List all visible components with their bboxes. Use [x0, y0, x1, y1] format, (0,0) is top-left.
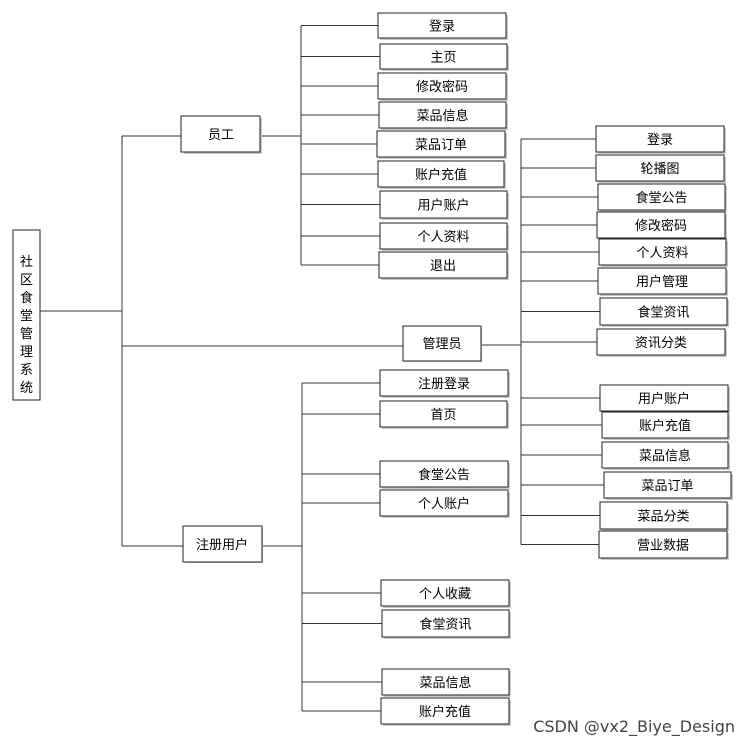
admin-leaf-node: 菜品订单 — [603, 471, 733, 500]
admin-leaf-label: 修改密码 — [635, 218, 687, 234]
user-leaf-node: 食堂资讯 — [381, 609, 511, 639]
employee-leaf-label: 主页 — [430, 51, 456, 66]
connector-lines — [40, 25, 604, 712]
user-leaf-node: 首页 — [379, 400, 509, 429]
employee-leaf-node: 用户账户 — [379, 190, 509, 220]
employee-leaf-label: 账户充值 — [415, 167, 467, 183]
admin-leaf-node: 用户账户 — [599, 384, 730, 413]
root-label-char: 理 — [20, 345, 33, 360]
root-label-char: 统 — [20, 381, 33, 396]
employee-leaf-label: 用户账户 — [417, 198, 469, 214]
admin-leaf-node: 个人资料 — [598, 238, 728, 267]
root-label-char: 堂 — [20, 309, 33, 324]
admin-leaf-node: 用户管理 — [597, 267, 728, 296]
admin-leaf-label: 食堂公告 — [635, 190, 687, 206]
admin-leaf-label: 轮播图 — [640, 162, 679, 177]
admin-leaf-label: 营业数据 — [637, 539, 689, 554]
root-label-char: 食 — [20, 290, 33, 306]
user-leaf-node: 菜品信息 — [381, 668, 511, 697]
user-leaf-label: 账户充值 — [419, 704, 471, 720]
admin-leaf-label: 用户账户 — [638, 391, 690, 407]
watermark-text: CSDN @vx2_Biye_Design — [533, 717, 735, 736]
user-leaf-label: 菜品信息 — [419, 675, 471, 691]
user-leaf-label: 食堂资讯 — [419, 617, 471, 633]
root-label-char: 管 — [20, 327, 33, 342]
employee-leaf-label: 菜品信息 — [416, 108, 468, 124]
admin-leaf-node: 食堂公告 — [597, 183, 727, 212]
employee-leaf-node: 菜品订单 — [376, 130, 507, 159]
admin-leaf-node: 修改密码 — [596, 211, 727, 240]
employee-leaf-node: 个人资料 — [379, 222, 509, 251]
user-leaf-node: 个人收藏 — [380, 579, 511, 608]
user-leaf-node: 账户充值 — [380, 697, 511, 726]
employee-leaf-label: 菜品订单 — [415, 138, 467, 153]
employee-leaf-node: 退出 — [378, 251, 509, 280]
user-leaf-node: 注册登录 — [379, 369, 510, 398]
branch-employee-label: 员工 — [208, 128, 234, 143]
user-leaf-label: 个人收藏 — [419, 587, 471, 602]
admin-leaf-label: 登录 — [647, 133, 673, 148]
employee-leaf-node: 菜品信息 — [378, 101, 508, 130]
branch-admin-node: 管理员 — [402, 325, 482, 362]
employee-leaf-label: 个人资料 — [417, 230, 469, 245]
admin-leaf-node: 菜品分类 — [599, 501, 729, 531]
admin-leaf-node: 营业数据 — [598, 530, 729, 560]
root-label-char: 区 — [20, 273, 33, 288]
admin-leaf-node: 资讯分类 — [596, 328, 727, 357]
employee-leaf-label: 退出 — [430, 259, 456, 274]
admin-leaf-node: 轮播图 — [595, 154, 726, 183]
employee-leaf-label: 登录 — [429, 20, 455, 35]
admin-leaf-node: 食堂资讯 — [599, 297, 729, 327]
employee-leaf-node: 主页 — [379, 43, 509, 71]
admin-leaf-label: 个人资料 — [636, 246, 688, 261]
branch-admin-label: 管理员 — [422, 337, 461, 352]
user-leaf-label: 注册登录 — [418, 377, 470, 392]
user-leaf-node: 食堂公告 — [379, 460, 510, 489]
admin-leaf-node: 账户充值 — [601, 411, 730, 440]
admin-leaf-label: 账户充值 — [639, 418, 691, 434]
employee-leaf-node: 修改密码 — [377, 72, 508, 101]
employee-leaf-label: 修改密码 — [416, 79, 468, 95]
admin-leaf-label: 用户管理 — [636, 274, 688, 290]
admin-leaf-label: 菜品订单 — [641, 479, 693, 494]
admin-leaf-node: 菜品信息 — [601, 441, 730, 470]
root-label-char: 系 — [20, 363, 33, 378]
root-label-char: 社 — [20, 254, 33, 270]
employee-leaf-node: 账户充值 — [377, 160, 506, 189]
admin-leaf-label: 食堂资讯 — [637, 305, 689, 321]
admin-leaf-label: 菜品分类 — [637, 510, 689, 525]
employee-leaf-node: 登录 — [377, 12, 508, 40]
branch-employee-node: 员工 — [180, 115, 262, 154]
admin-leaf-node: 登录 — [595, 125, 726, 154]
admin-leaf-label: 菜品信息 — [639, 448, 691, 464]
user-leaf-label: 个人账户 — [418, 496, 470, 512]
branch-user-label: 注册用户 — [196, 537, 248, 553]
user-leaf-label: 食堂公告 — [418, 467, 470, 483]
branch-user-node: 注册用户 — [182, 525, 263, 563]
admin-leaf-label: 资讯分类 — [635, 336, 687, 351]
user-leaf-node: 个人账户 — [379, 489, 510, 518]
admin-leaf-group: 登录轮播图食堂公告修改密码个人资料用户管理食堂资讯资讯分类用户账户账户充值菜品信… — [595, 125, 733, 560]
user-leaf-label: 首页 — [430, 408, 456, 423]
